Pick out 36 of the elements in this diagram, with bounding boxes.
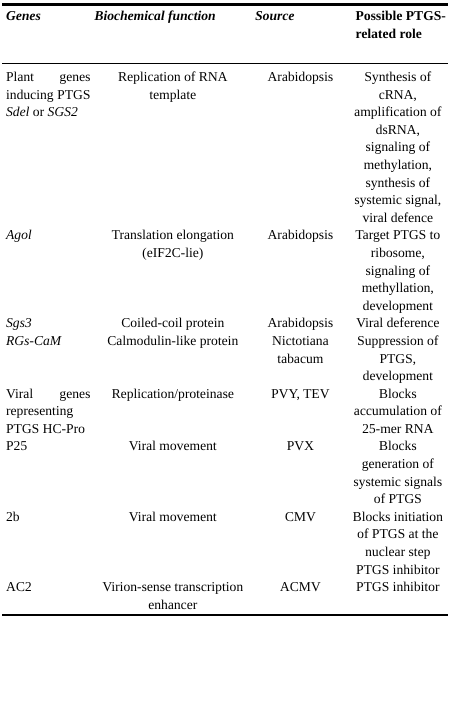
source-organism: ACMV	[278, 578, 322, 596]
gene-name: Viral genes representing PTGS HC-Pro	[5, 384, 92, 438]
ptgs-role: Blocks generation of systemic signals of PTGS	[352, 437, 444, 508]
ptgs-role: Target PTGS to ribosome, signaling of methyllation, development	[354, 226, 442, 314]
ptgs-role: Blocks accumulation of 25-mer RNA	[352, 384, 443, 438]
source-organism: PVY, TEV	[270, 384, 331, 403]
source-organism: Arabidopsis	[266, 314, 334, 332]
biochemical-function: Replication of RNA template	[117, 68, 228, 104]
biochemical-function: Coiled-coil protein	[120, 314, 226, 332]
ptgs-role: PTGS inhibitor	[355, 578, 440, 596]
source-organism: PVX	[286, 437, 315, 456]
column-header: Biochemical function	[93, 7, 217, 25]
gene-name: RGs-CaM	[5, 332, 63, 350]
column-header: Genes	[5, 7, 42, 25]
gene-name: AC2	[5, 578, 33, 596]
source-organism: Nictotiana tabacum	[271, 332, 330, 368]
source-organism: Arabidopsis	[266, 68, 334, 86]
biochemical-function: Viral movement	[128, 437, 218, 456]
source-organism: CMV	[284, 508, 317, 526]
biochemical-function: Replication/proteinase	[110, 384, 235, 403]
biochemical-function: Virion-sense transcription enhancer	[101, 578, 244, 614]
biochemical-function: Viral movement	[128, 508, 218, 526]
gene-name: Plant genes inducing PTGS Sdel or SGS2	[5, 68, 92, 122]
gene-name: 2b	[5, 508, 21, 526]
column-header: Possible PTGS-related role	[354, 7, 447, 43]
gene-name: Sgs3	[5, 314, 33, 332]
biochemical-function: Translation elongation (eIF2C-lie)	[110, 226, 235, 262]
ptgs-role: Synthesis of cRNA, amplification of dsRNA, signaling of methylation, synthesis of systemic signal, viral defence	[353, 68, 442, 226]
biochemical-function: Calmodulin-like protein	[106, 332, 240, 350]
ptgs-role: Blocks initiation of PTGS at the nuclear step PTGS inhibitor	[352, 508, 444, 578]
ptgs-role: Suppression of PTGS, development	[356, 332, 440, 385]
gene-name: Agol	[4, 226, 33, 244]
gene-name: P25	[5, 437, 28, 456]
column-header: Source	[254, 7, 296, 25]
source-organism: Arabidopsis	[266, 226, 334, 244]
ptgs-role: Viral deference	[355, 314, 440, 332]
